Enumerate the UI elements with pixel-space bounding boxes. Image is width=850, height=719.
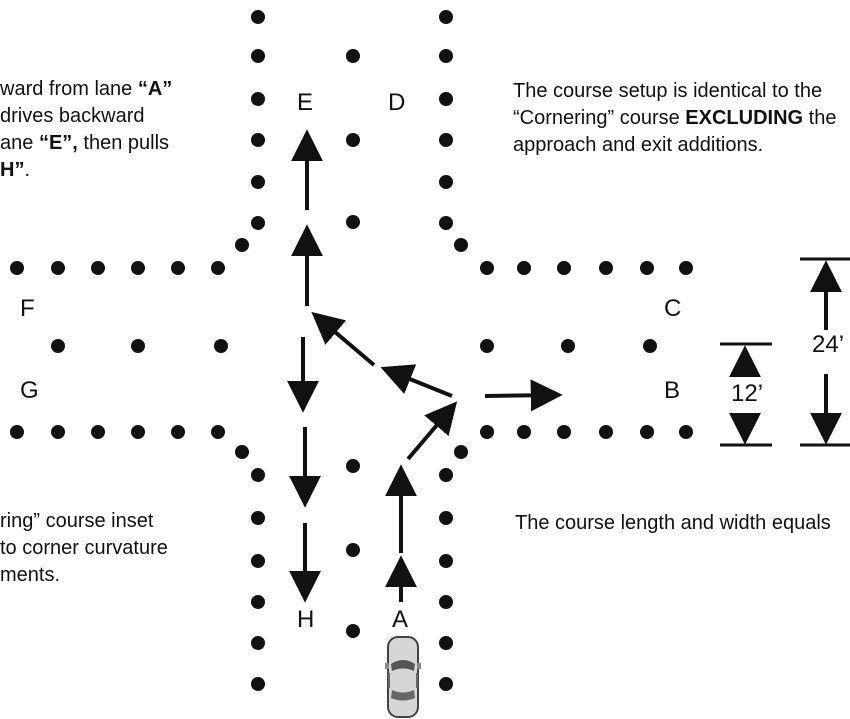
inset-note-line: to corner curvature [0,537,168,559]
path-arrow-icon [406,401,458,461]
cone-dot-icon [561,339,575,353]
lane-label-f: F [20,295,35,322]
car-top-view-icon [385,636,421,718]
dimension-24ft [800,257,850,447]
cone-dot-icon [679,261,693,275]
cone-dot-icon [439,511,453,525]
cone-dot-icon [439,216,453,230]
cone-dot-icon [10,261,24,275]
cone-dot-icon [211,261,225,275]
cone-dot-icon [131,261,145,275]
cone-dot-icon [643,339,657,353]
cone-dot-icon [517,261,531,275]
cone-dot-icon [51,261,65,275]
cone-dot-icon [439,595,453,609]
cone-dot-icon [439,554,453,568]
instruction-line: ane “E”, then pulls [0,132,170,154]
cone-dot-icon [251,92,265,106]
cone-dot-icon [251,216,265,230]
cone-dot-icon [131,425,145,439]
cone-dot-icon [91,261,105,275]
inset-note-line: ments. [0,564,61,586]
lane-label-b: B [664,377,681,404]
setup-note-line: “Cornering” course EXCLUDING the [513,107,837,129]
cone-dot-icon [480,425,494,439]
lane-label-e: E [297,89,314,116]
dimension-label-12ft: 12’ [731,380,764,407]
cone-dot-icon [235,238,249,252]
cone-dot-icon [251,133,265,147]
cone-dot-icon [91,425,105,439]
cone-dot-icon [599,425,613,439]
lane-label-c: C [664,295,682,322]
cone-dot-icon [171,261,185,275]
cone-dot-icon [439,49,453,63]
cone-dot-icon [640,261,654,275]
cone-dot-icon [439,677,453,691]
cone-dot-icon [480,261,494,275]
setup-note-upper-right: The course setup is identical to the “Co… [513,78,836,159]
instruction-line: H”. [0,159,31,181]
cone-dot-icon [51,339,65,353]
instruction-text-upper-left: ward from lane “A” drives backward ane “… [0,76,172,184]
cone-dot-icon [251,10,265,24]
cone-dot-icon [251,468,265,482]
path-arrow-icon [311,311,376,367]
cone-dot-icon [557,261,571,275]
cone-dot-icon [251,595,265,609]
cone-dot-icon [211,425,225,439]
cone-dot-icon [346,459,360,473]
cone-dot-icon [557,425,571,439]
path-arrow-icon [380,364,453,398]
cone-dot-icon [346,624,360,638]
cone-dot-icon [251,677,265,691]
cone-dot-icon [454,445,468,459]
cone-dot-icon [251,511,265,525]
setup-note-line: The course setup is identical to the [513,80,823,102]
cone-dot-icon [10,425,24,439]
cone-dot-icon [640,425,654,439]
cone-dot-icon [171,425,185,439]
cone-dot-icon [439,10,453,24]
cone-dot-icon [346,543,360,557]
cone-dot-icon [439,92,453,106]
length-note-lower-right: The course length and width equals [515,510,831,537]
lane-label-d: D [388,89,406,116]
cone-dot-icon [679,425,693,439]
setup-note-line: approach and exit additions. [513,134,764,156]
lane-label-g: G [20,377,39,404]
cone-dot-icon [346,215,360,229]
cone-dot-icon [454,238,468,252]
dimension-label-24ft: 24’ [812,331,845,358]
length-note-line: The course length and width equals [515,512,831,534]
travel-path-arrows [287,129,563,603]
instruction-line: drives backward [0,105,145,127]
cone-dot-icon [251,49,265,63]
cone-dot-icon [214,339,228,353]
cone-dot-icon [439,636,453,650]
cone-dot-icon [599,261,613,275]
cone-dot-icon [346,49,360,63]
lane-label-h: H [297,606,315,633]
cone-dot-icon [346,133,360,147]
path-arrow-icon [484,379,563,412]
inset-note-line: ring” course inset [0,510,154,532]
cone-markers [10,10,693,691]
inset-note-lower-left: ring” course inset to corner curvature m… [0,508,168,589]
cone-dot-icon [251,554,265,568]
lane-label-a: A [392,606,409,633]
cone-dot-icon [439,468,453,482]
cone-dot-icon [480,339,494,353]
dimension-12ft [720,342,772,447]
cone-dot-icon [251,636,265,650]
cone-dot-icon [235,445,249,459]
cone-dot-icon [251,175,265,189]
cone-dot-icon [517,425,531,439]
cone-dot-icon [51,425,65,439]
cone-dot-icon [439,175,453,189]
cone-dot-icon [131,339,145,353]
instruction-line: ward from lane “A” [0,78,173,100]
cone-dot-icon [439,133,453,147]
